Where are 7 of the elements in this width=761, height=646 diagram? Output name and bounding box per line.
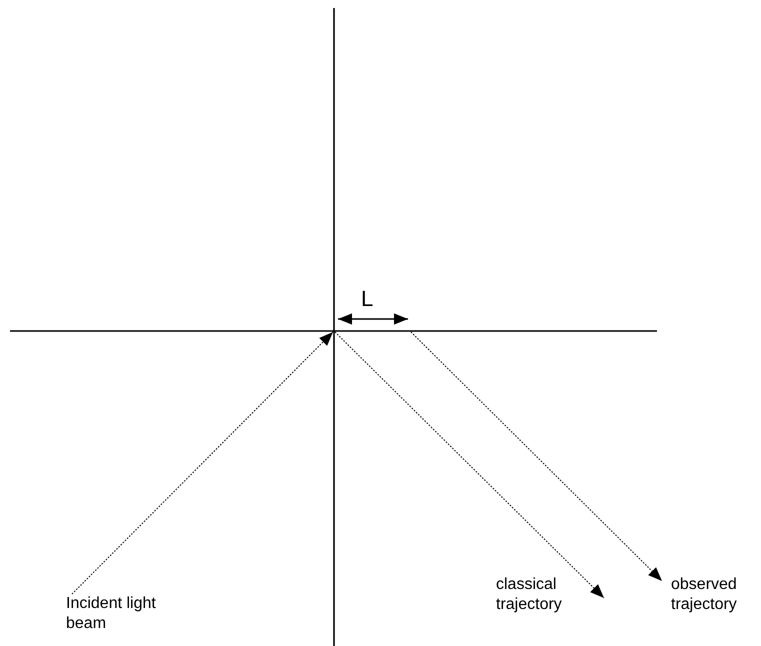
light-ray-arrow [410,332,662,582]
light-ray-arrow [72,332,334,594]
trajectory-label: classical trajectory [496,575,604,615]
beam-label: Incident light beam [66,594,156,634]
dimension-label: L [361,286,374,312]
trajectory-label: observed trajectory [662,575,761,615]
light-ray-arrow [334,332,604,598]
